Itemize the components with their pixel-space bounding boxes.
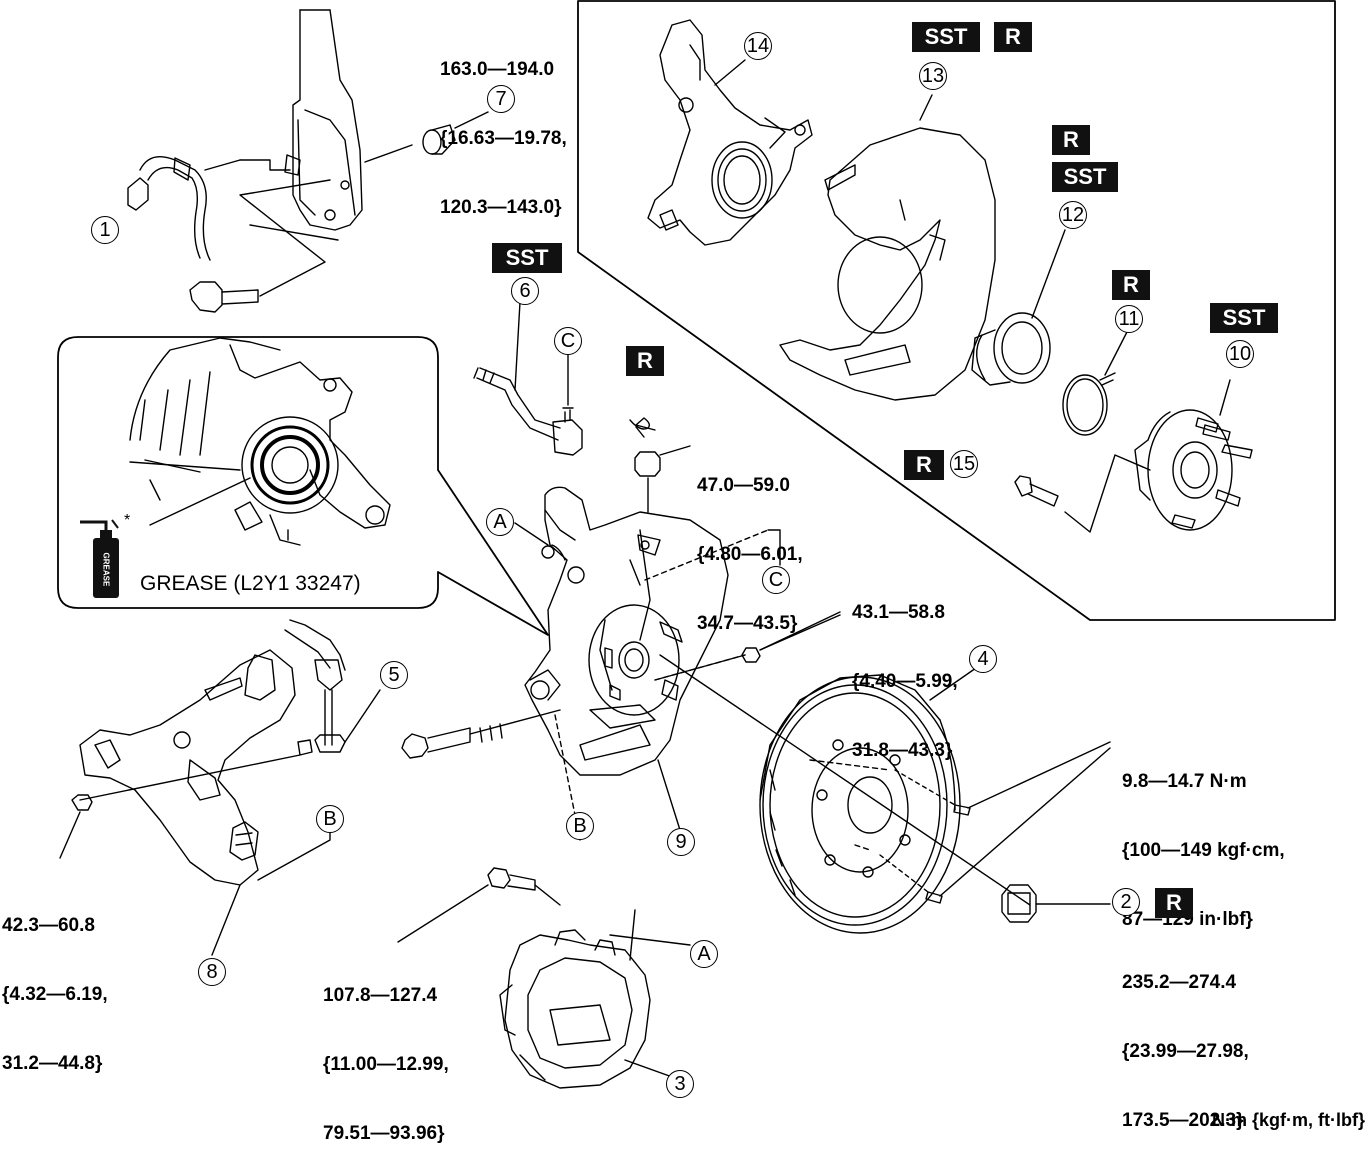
torque-line: 42.3—60.8 [2, 915, 95, 936]
inset-wheel-bearing [971, 229, 1066, 386]
lower-arm [79, 619, 346, 886]
torque-line: 107.8—127.4 [323, 985, 438, 1006]
inset-knuckle [647, 19, 813, 246]
brake-hose-bracket [127, 156, 291, 261]
callout-2: 2 [1112, 888, 1140, 916]
torque-line: 120.3—143.0} [440, 197, 562, 218]
torque-ball-joint-nut: 42.3—60.8 {4.32—6.19, 31.2—44.8} [2, 868, 108, 1098]
sst-badge-13: SST [912, 22, 980, 52]
callout-14: 14 [744, 32, 772, 60]
torque-line: {16.63—19.78, [440, 128, 567, 149]
r-badge-13: R [994, 22, 1032, 52]
torque-line: 79.51—93.96} [323, 1123, 445, 1144]
shield-bolt [741, 611, 841, 663]
brake-disc [759, 674, 961, 934]
grease-can-label: GREASE [101, 552, 111, 587]
torque-line: {4.80—6.01, [697, 544, 803, 565]
r-badge-15: R [904, 450, 944, 480]
tie-rod-end [473, 301, 583, 456]
torque-line: 47.0—59.0 [697, 475, 790, 496]
torque-line: 34.7—43.5} [697, 613, 798, 634]
torque-line: 163.0—194.0 [440, 59, 555, 80]
inset-snap-ring [1062, 329, 1129, 436]
hub-nut [1001, 884, 1111, 923]
knuckle-bolt [401, 709, 561, 759]
inset-frame [577, 0, 1336, 621]
callout-8: 8 [198, 958, 226, 986]
torque-line: 173.5—202.3} [1122, 1110, 1244, 1131]
disc-screws [879, 741, 1111, 904]
callout-6: 6 [511, 277, 539, 305]
torque-line: {100—149 kgf·cm, [1122, 840, 1285, 861]
callout-7: 7 [487, 85, 515, 113]
cotter-pin [629, 417, 656, 438]
callout-3: 3 [666, 1070, 694, 1098]
callout-c-knuckle: C [762, 566, 790, 594]
inset-wheel-hub [1134, 379, 1253, 531]
r-badge-12: R [1052, 125, 1090, 155]
sst-badge-10: SST [1210, 303, 1278, 333]
callout-1: 1 [91, 216, 119, 244]
callout-9: 9 [667, 828, 695, 856]
torque-line: 31.8—43.3} [852, 740, 953, 761]
callout-15: 15 [950, 450, 978, 478]
torque-tie-rod-nut: 47.0—59.0 {4.80—6.01, 34.7—43.5} [697, 428, 803, 658]
torque-line: 43.1—58.8 [852, 602, 945, 623]
grease-can-icon [80, 519, 119, 598]
callout-a-caliper: A [690, 940, 718, 968]
grease-detail-bubble [57, 336, 549, 636]
strut-bolt [189, 144, 413, 313]
torque-hub-nut: 235.2—274.4 {23.99—27.98, 173.5—202.3} [1122, 925, 1249, 1155]
caliper-bolt [397, 867, 561, 943]
torque-dust-shield-bolt: 43.1—58.8 {4.40—5.99, 31.8—43.3} [852, 555, 958, 785]
torque-line: {23.99—27.98, [1122, 1041, 1249, 1062]
callout-11: 11 [1115, 305, 1143, 333]
r-badge-2: R [1155, 888, 1193, 918]
inset-dust-shield [779, 94, 996, 401]
torque-caliper-bolt: 107.8—127.4 {11.00—12.99, 79.51—93.96} [323, 938, 449, 1168]
callout-5: 5 [380, 661, 408, 689]
sst-badge-6: SST [492, 243, 562, 273]
stabilizer-link [79, 659, 381, 801]
r-badge-11: R [1112, 270, 1150, 300]
torque-strut-nut: 163.0—194.0 {16.63—19.78, 120.3—143.0} [440, 12, 567, 242]
unit-label: N·m {kgf·m, ft·lbf} [1212, 1110, 1365, 1130]
callout-b-knuckle: B [566, 812, 594, 840]
grease-detail-drawing [129, 337, 391, 546]
callout-a-knuckle: A [486, 508, 514, 536]
castle-nut [634, 445, 691, 513]
strut-assembly [284, 9, 363, 231]
brake-caliper [499, 909, 691, 1089]
knuckle-hub [579, 529, 683, 761]
torque-line: {4.40—5.99, [852, 671, 958, 692]
torque-line: {11.00—12.99, [323, 1054, 449, 1075]
torque-line: {4.32—6.19, [2, 984, 108, 1005]
torque-disc-screw: 9.8—14.7 N·m {100—149 kgf·cm, 87—129 in·… [1122, 724, 1285, 954]
grease-label: GREASE (L2Y1 33247) [140, 572, 361, 595]
strut-nut [422, 111, 489, 155]
callout-c-tierod: C [554, 327, 582, 355]
torque-line: 9.8—14.7 N·m [1122, 771, 1247, 792]
callout-b-arm: B [316, 805, 344, 833]
callout-10: 10 [1226, 340, 1254, 368]
steering-knuckle [524, 486, 729, 776]
callout-4: 4 [969, 645, 997, 673]
torque-line: 235.2—274.4 [1122, 972, 1237, 993]
grease-marker: * [124, 512, 131, 529]
r-badge-cotter: R [626, 346, 664, 376]
callout-12: 12 [1059, 201, 1087, 229]
callout-13: 13 [919, 62, 947, 90]
sst-badge-12: SST [1052, 162, 1118, 192]
torque-line: 87—129 in·lbf} [1122, 909, 1253, 930]
inset-hub-bolt [1014, 454, 1151, 533]
torque-line: 31.2—44.8} [2, 1053, 103, 1074]
exploded-view-diagram [57, 0, 1336, 1089]
